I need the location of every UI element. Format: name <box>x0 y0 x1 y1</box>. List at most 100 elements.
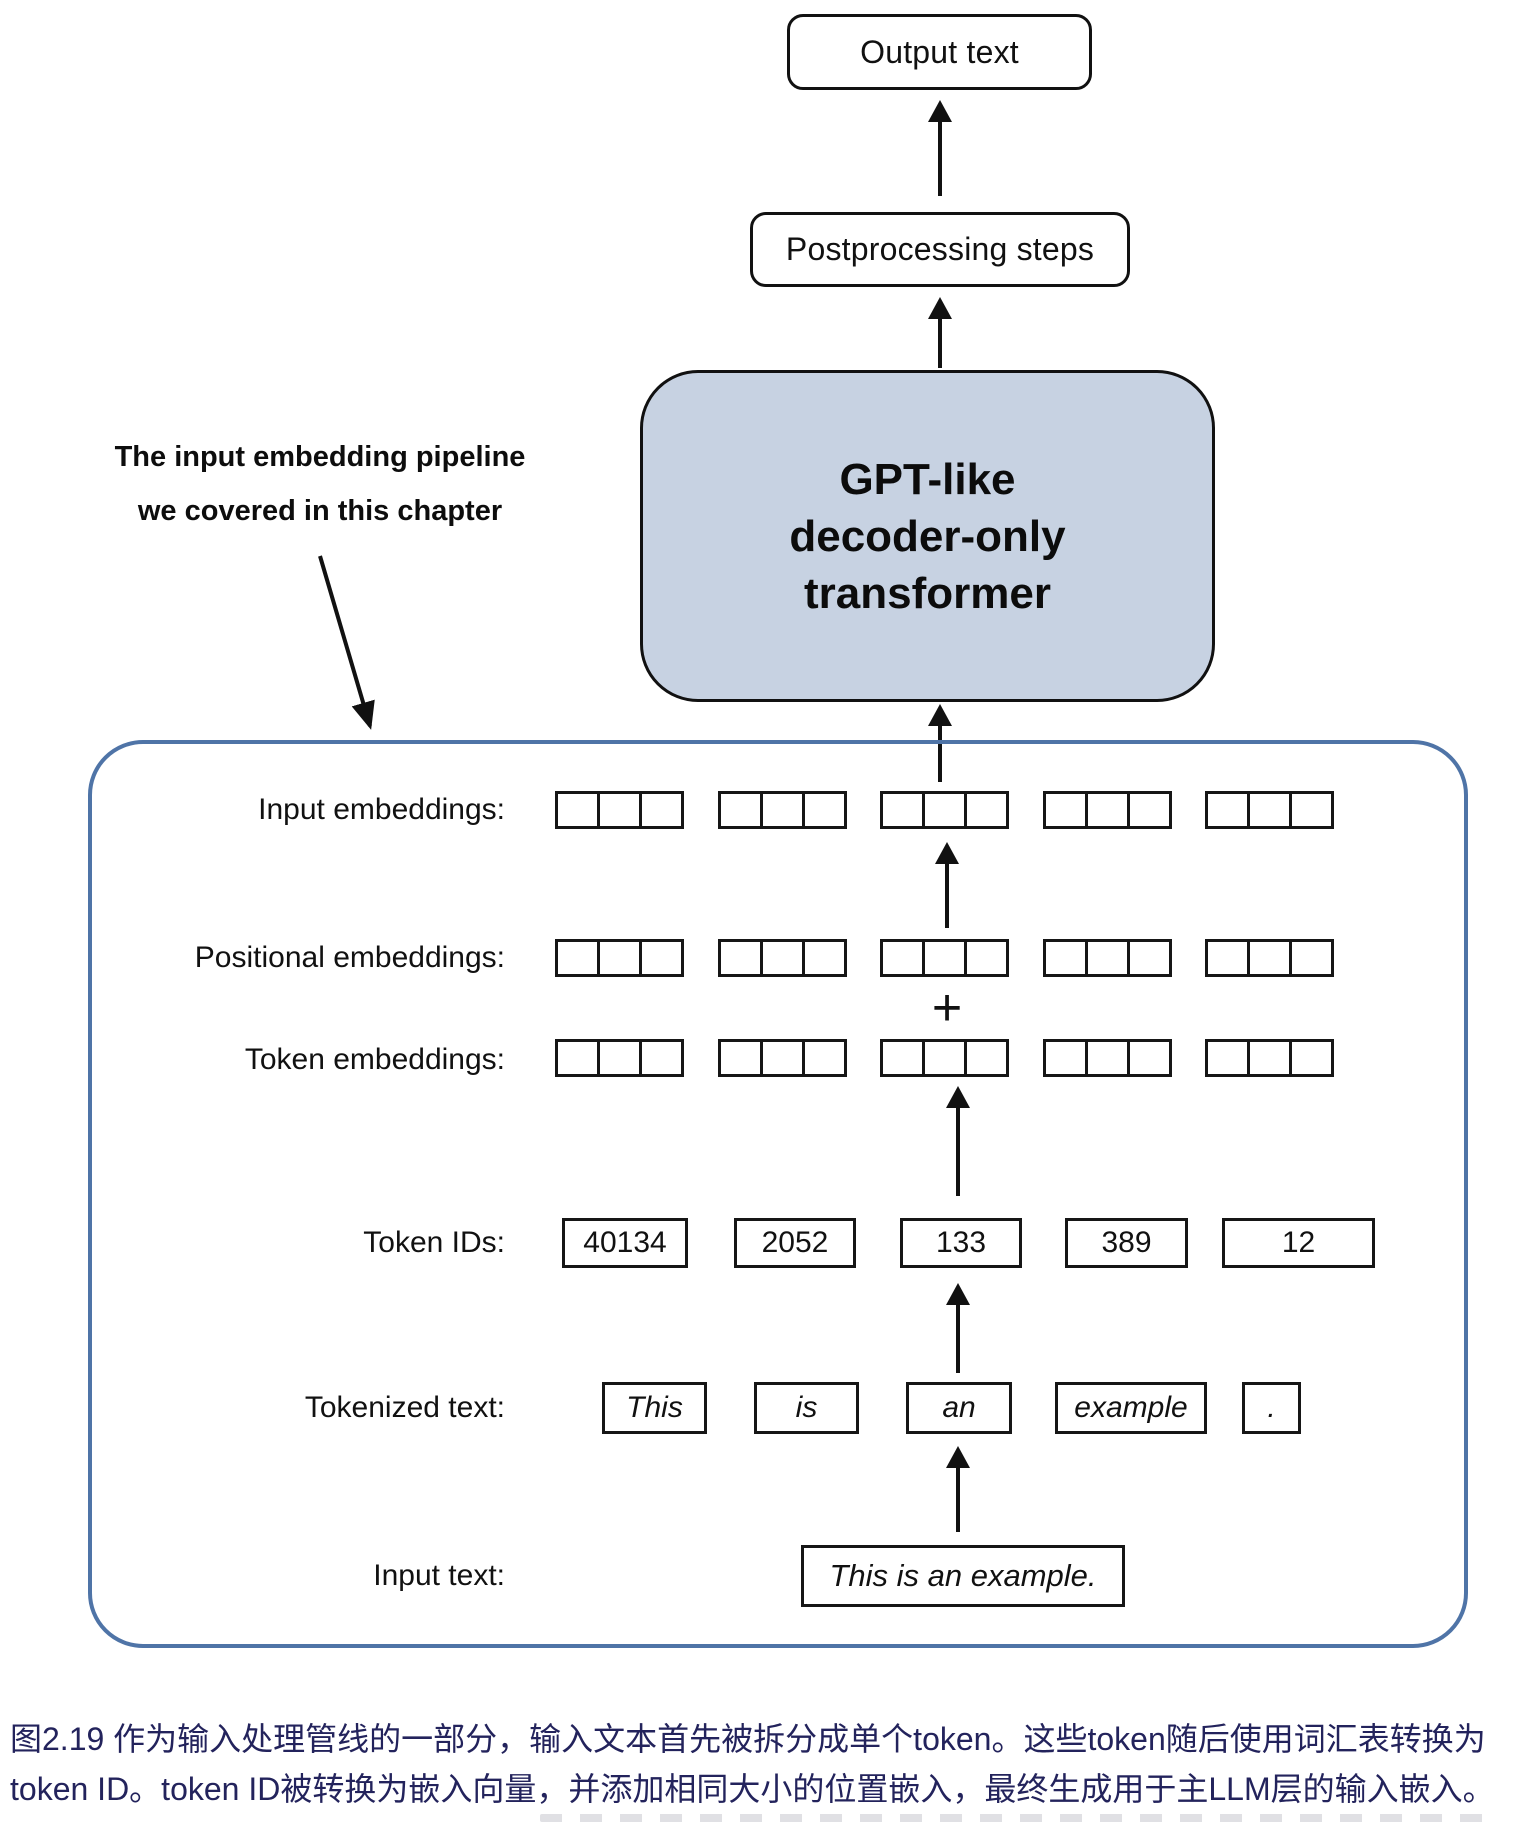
annotation-line1: The input embedding pipeline <box>114 441 526 473</box>
annotation-text: The input embedding pipeline we covered … <box>70 430 570 538</box>
postprocessing-steps-label: Postprocessing steps <box>785 231 1095 267</box>
embedding-vector <box>880 791 1009 829</box>
positional-embeddings-squares <box>555 939 1345 977</box>
embedding-cell <box>1085 939 1130 977</box>
caption-line2: token ID。token ID被转换为嵌入向量，并添加相同大小的位置嵌入，最… <box>10 1771 1495 1807</box>
embedding-cell <box>1043 939 1088 977</box>
tokenized-text-label: Tokenized text: <box>304 1391 505 1424</box>
embedding-vector <box>718 1039 847 1077</box>
embedding-cell <box>718 939 763 977</box>
embedding-vector <box>555 1039 684 1077</box>
embedding-vector <box>1043 939 1172 977</box>
arrow-postprocessing-to-output <box>927 100 953 196</box>
embedding-cell <box>1043 1039 1088 1077</box>
embedding-cell <box>964 791 1009 829</box>
embedding-cell <box>597 939 642 977</box>
token-id-box: 389 <box>1065 1218 1188 1268</box>
postprocessing-steps-box: Postprocessing steps <box>750 212 1130 287</box>
embedding-cell <box>555 1039 600 1077</box>
token-box: an <box>906 1382 1012 1434</box>
embedding-cell <box>1247 791 1292 829</box>
token-box: This <box>602 1382 707 1434</box>
output-text-box: Output text <box>787 14 1092 90</box>
embedding-vector <box>1043 791 1172 829</box>
embedding-cell <box>760 1039 805 1077</box>
embedding-cell <box>1289 939 1334 977</box>
embedding-vector <box>718 939 847 977</box>
token-id-box: 133 <box>900 1218 1022 1268</box>
embedding-cell <box>1289 791 1334 829</box>
embedding-cell <box>880 939 925 977</box>
embedding-cell <box>1205 1039 1250 1077</box>
input-text-label: Input text: <box>373 1559 505 1592</box>
embedding-cell <box>964 939 1009 977</box>
embedding-cell <box>718 791 763 829</box>
output-text-label: Output text <box>860 33 1019 70</box>
token-id-box: 12 <box>1222 1218 1375 1268</box>
embedding-cell <box>555 791 600 829</box>
annotation-arrow <box>318 555 375 730</box>
caption-line1: 图2.19 作为输入处理管线的一部分，输入文本首先被拆分成单个token。这些t… <box>10 1721 1486 1757</box>
embedding-cell <box>760 939 805 977</box>
embedding-cell <box>802 791 847 829</box>
gpt-decoder-label: GPT-like decoder-only transformer <box>789 454 1066 618</box>
embedding-cell <box>639 1039 684 1077</box>
embedding-cell <box>555 939 600 977</box>
embedding-vector <box>880 1039 1009 1077</box>
gpt-decoder-box: GPT-like decoder-only transformer <box>640 370 1215 702</box>
positional-embeddings-label: Positional embeddings: <box>194 941 505 974</box>
embedding-vector <box>555 791 684 829</box>
embedding-cell <box>718 1039 763 1077</box>
token-embeddings-label: Token embeddings: <box>244 1043 505 1076</box>
embedding-cell <box>1205 791 1250 829</box>
token-id-box: 2052 <box>734 1218 856 1268</box>
token-id-box: 40134 <box>562 1218 688 1268</box>
embedding-cell <box>1127 1039 1172 1077</box>
embedding-cell <box>922 1039 967 1077</box>
input-embeddings-squares <box>555 791 1345 829</box>
arrow-sum-to-input-embeddings <box>934 842 960 928</box>
embedding-cell <box>922 791 967 829</box>
token-embeddings-squares <box>555 1039 1345 1077</box>
embedding-cell <box>1127 791 1172 829</box>
embedding-pipeline-container <box>88 740 1468 1648</box>
embedding-vector <box>1205 791 1334 829</box>
embedding-cell <box>1247 1039 1292 1077</box>
embedding-vector <box>718 791 847 829</box>
embedding-cell <box>639 791 684 829</box>
arrow-token-ids-to-embeddings <box>945 1086 971 1196</box>
annotation-line2: we covered in this chapter <box>137 495 503 527</box>
embedding-vector <box>1205 939 1334 977</box>
embedding-cell <box>1085 1039 1130 1077</box>
embedding-cell <box>597 1039 642 1077</box>
embedding-cell <box>1247 939 1292 977</box>
arrow-input-text-to-tokens <box>945 1446 971 1532</box>
embedding-cell <box>1085 791 1130 829</box>
arrow-gpt-to-postprocessing <box>927 297 953 368</box>
embedding-vector <box>1043 1039 1172 1077</box>
embedding-cell <box>802 939 847 977</box>
arrow-tokens-to-token-ids <box>945 1283 971 1373</box>
embedding-vector <box>880 939 1009 977</box>
figure-caption: 图2.19 作为输入处理管线的一部分，输入文本首先被拆分成单个token。这些t… <box>10 1714 1510 1814</box>
embedding-cell <box>1043 791 1088 829</box>
token-ids-label: Token IDs: <box>363 1226 505 1259</box>
embedding-cell <box>1289 1039 1334 1077</box>
embedding-cell <box>1127 939 1172 977</box>
input-embeddings-label: Input embeddings: <box>258 793 505 826</box>
embedding-cell <box>639 939 684 977</box>
embedding-vector <box>555 939 684 977</box>
tokenized-text-row: This is an example . <box>0 1382 1514 1434</box>
token-ids-row: 40134 2052 133 389 12 <box>0 1218 1514 1268</box>
plus-operator: + <box>931 979 963 1037</box>
embedding-cell <box>922 939 967 977</box>
caption-cutoff-line <box>540 1814 1500 1822</box>
embedding-cell <box>760 791 805 829</box>
embedding-cell <box>1205 939 1250 977</box>
token-box: is <box>754 1382 859 1434</box>
embedding-cell <box>597 791 642 829</box>
token-box: . <box>1242 1382 1301 1434</box>
embedding-cell <box>802 1039 847 1077</box>
token-box: example <box>1055 1382 1207 1434</box>
